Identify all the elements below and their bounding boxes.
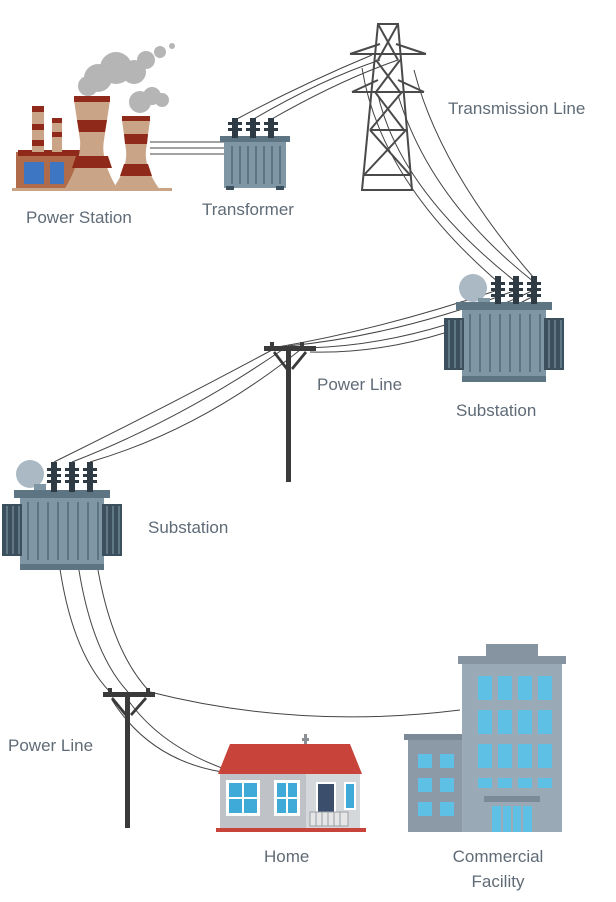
home-label: Home [264, 847, 310, 866]
power-pole-1-icon [264, 342, 316, 482]
home-icon [216, 734, 366, 832]
power-pole-2-icon [103, 688, 155, 828]
transmission-tower-icon [349, 23, 427, 191]
substation-2-label: Substation [148, 518, 229, 537]
substation-1-label: Substation [456, 401, 537, 420]
substation-1-icon [444, 274, 564, 382]
transformer-label: Transformer [202, 200, 294, 219]
power-line-2-label: Power Line [8, 736, 94, 755]
commercial-facility-icon [404, 644, 566, 832]
commercial-facility-label-line2: Facility [471, 872, 525, 891]
power-station-icon [12, 43, 175, 191]
transmission-line-label: Transmission Line [448, 99, 586, 118]
transformer-icon [220, 118, 290, 190]
power-station-label: Power Station [26, 208, 132, 227]
commercial-facility-label-line1: Commercial [452, 847, 544, 866]
power-line-1-label: Power Line [317, 375, 403, 394]
commercial-facility-label: Commercial Facility [436, 846, 560, 893]
substation-2-icon [2, 460, 122, 570]
